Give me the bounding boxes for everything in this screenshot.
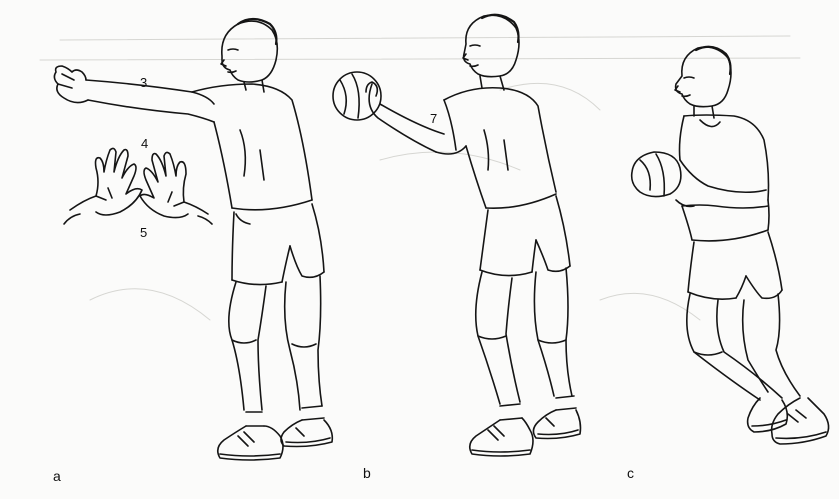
callout-7: 7	[430, 112, 437, 125]
figure-a	[54, 19, 332, 460]
callout-3: 3	[140, 76, 147, 89]
panel-label-a: a	[53, 469, 61, 483]
callout-4: 4	[141, 137, 148, 150]
hands-inset	[64, 148, 212, 224]
figure-c	[632, 47, 829, 444]
panel-label-b: b	[363, 466, 371, 480]
panel-label-c: c	[627, 466, 634, 480]
figure-b	[333, 15, 581, 456]
background-bleed	[40, 36, 800, 320]
callout-5: 5	[140, 226, 147, 239]
